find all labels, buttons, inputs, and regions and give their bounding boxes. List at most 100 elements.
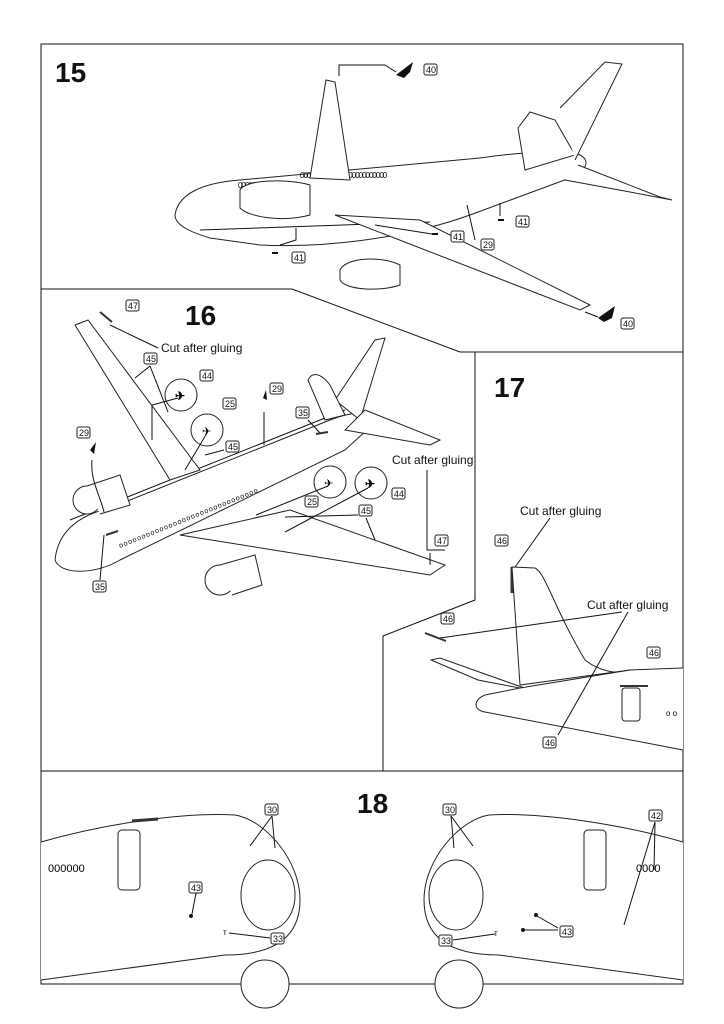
horizontal-stabilizer [343,409,442,446]
aircraft-symbol-icon: ✈ [324,478,333,490]
engine-fan-left [240,959,290,1009]
cut-after-gluing-note: Cut after gluing [520,504,601,518]
vertical-fin [511,566,631,686]
decal-disc-44 [164,378,198,412]
callout-box [225,440,240,453]
callout-box [438,934,453,947]
leader-45 [365,517,376,541]
callout-box [515,215,530,228]
callout-43: 43 [191,883,201,893]
wing-right [334,214,592,311]
engine-left [239,180,311,220]
callout-25: 25 [307,497,317,507]
leader-30 [450,815,474,847]
callout-box [542,736,557,749]
leader-cut [512,517,551,571]
leader-45 [134,365,151,379]
leader-cut [109,324,159,349]
front-door-right [583,829,607,891]
horizontal-stabilizer [429,657,531,691]
callout-box [264,803,279,816]
radome-right [428,859,484,931]
antenna-part-29 [263,390,267,400]
leader-44 [284,487,369,533]
callout-box [199,369,214,382]
callout-30: 30 [267,805,277,815]
horizontal-stabilizer-lower [564,164,673,201]
sensor-part-43 [521,928,525,932]
horizontal-stabilizer-upper [559,61,623,161]
callout-box [269,382,284,395]
divider-16-17 [382,352,476,771]
callout-42: 42 [651,811,661,821]
callout-box [442,803,457,816]
callout-40: 40 [623,319,633,329]
fuselage-tail [475,667,684,751]
callout-box [222,397,237,410]
door-part-35 [105,530,119,536]
aircraft-symbol-icon: ✈ [175,389,185,403]
antenna-part-29 [90,442,96,454]
callout-box [92,580,107,593]
step-15-panel: 15 00000000 0000000000000000000000000 40… [55,57,673,330]
engine-fan-right [434,959,484,1009]
callout-box [646,646,661,659]
callout-29: 29 [483,240,493,250]
callout-box [143,352,158,365]
callout-box [358,504,373,517]
window-row: o o [666,709,678,718]
callout-box [291,251,306,264]
callout-45: 45 [361,506,371,516]
stabilizer-part-46 [424,632,447,642]
radome-left [240,859,296,931]
antenna-part-33: т [223,928,227,937]
sensor-part-43 [534,913,538,917]
callout-46: 46 [545,738,555,748]
cut-after-gluing-note: Cut after gluing [161,341,242,355]
callout-box [270,932,285,945]
callout-47: 47 [437,536,447,546]
callout-41: 41 [294,253,304,263]
step-number: 15 [55,57,86,88]
wing-left [74,319,201,481]
leader-cut [426,470,445,551]
step-18-panel: 18 000000 30 43 33 т 0000 30 42 43 [40,788,684,1009]
callout-box [423,63,438,76]
callout-44: 44 [202,371,212,381]
leader-30 [450,815,455,849]
step-17-panel: 17 Cut after gluing 46 o o Cut after glu… [424,372,684,751]
callout-33: 33 [441,936,451,946]
horizontal-stabilizer-far [307,374,346,421]
sensor-part-43 [189,914,193,918]
leader-40-bottom [584,311,599,318]
engine-right [339,258,401,290]
callout-41: 41 [518,217,528,227]
callout-box [304,495,319,508]
aircraft-symbol-icon: ✈ [202,426,211,438]
sheet-border [40,43,684,985]
leader-45 [284,514,359,518]
antenna-part-41 [432,233,438,235]
antenna-part-41 [498,219,504,221]
callout-41: 41 [453,232,463,242]
callout-box [295,406,310,419]
callout-45: 45 [228,442,238,452]
callout-45: 45 [146,354,156,364]
leader-43 [191,892,197,915]
leader-44 [151,397,179,440]
step-number: 16 [185,300,216,331]
leader-45 [204,449,225,456]
front-door-left [117,829,141,891]
vertical-fin [334,337,386,421]
leader-cut [557,611,629,736]
callout-box [559,925,574,938]
leader-42 [623,821,656,926]
step-16-panel: 16 o o o o o o o o o o o o o o o o o o o… [54,299,473,596]
leader-29 [466,204,476,241]
leader-40-top [338,64,397,76]
leader-43 [536,915,559,929]
leader-cut [439,611,623,639]
antenna-part-41 [272,252,278,254]
callout-44: 44 [394,489,404,499]
callout-29: 29 [79,428,89,438]
